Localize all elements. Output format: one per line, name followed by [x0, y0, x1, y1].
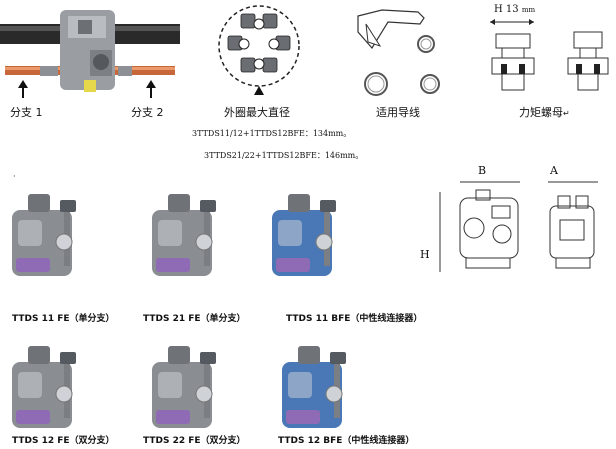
product-photo-3	[272, 194, 336, 276]
dimension-h-label: H	[420, 248, 430, 261]
note-line-2: 3TTDS21/22+1TTDS12BFE：146mm。	[204, 151, 364, 160]
product-photo-6	[282, 346, 346, 428]
product-caption-1: TTDS 11 FE（单分支）	[12, 314, 115, 324]
branch2-arrow	[146, 80, 156, 98]
dimension-a-label: A	[550, 164, 558, 177]
branch2-label: 分支 2	[131, 106, 164, 119]
product-photo-1	[12, 194, 76, 276]
product-caption-5: TTDS 22 FE（双分支）	[143, 436, 246, 446]
h13-label: H 13 mm	[494, 4, 535, 15]
stray-mark: ·	[13, 172, 16, 181]
torque-nut-text: 力矩螺母	[519, 106, 563, 119]
h13-unit: mm	[521, 6, 536, 14]
product-caption-2: TTDS 21 FE（单分支）	[143, 314, 246, 324]
product-photo-2	[152, 194, 216, 276]
torque-nut-mark: ↵	[563, 109, 570, 118]
torque-nut-label: 力矩螺母↵	[519, 104, 570, 120]
applicable-wire-illustration	[357, 9, 440, 96]
connector-on-cable-illustration	[0, 10, 180, 92]
product-caption-3: TTDS 11 BFE（中性线连接器）	[286, 314, 423, 324]
product-photo-4	[12, 346, 76, 428]
max-diameter-illustration	[218, 5, 300, 95]
torque-nut-illustration	[490, 19, 609, 91]
note-line-1: 3TTDS11/12+1TTDS12BFE：134mm。	[192, 129, 352, 138]
dimension-drawing	[439, 181, 598, 272]
branch1-arrow	[18, 80, 28, 98]
branch1-label: 分支 1	[10, 106, 43, 119]
applicable-wire-label: 适用导线	[376, 106, 420, 119]
product-caption-6: TTDS 12 BFE（中性线连接器）	[278, 436, 415, 446]
max-diameter-label: 外圈最大直径	[224, 106, 290, 119]
product-photo-5	[152, 346, 216, 428]
product-caption-4: TTDS 12 FE（双分支）	[12, 436, 115, 446]
h13-text: H 13	[494, 4, 519, 15]
dimension-b-label: B	[478, 164, 487, 177]
